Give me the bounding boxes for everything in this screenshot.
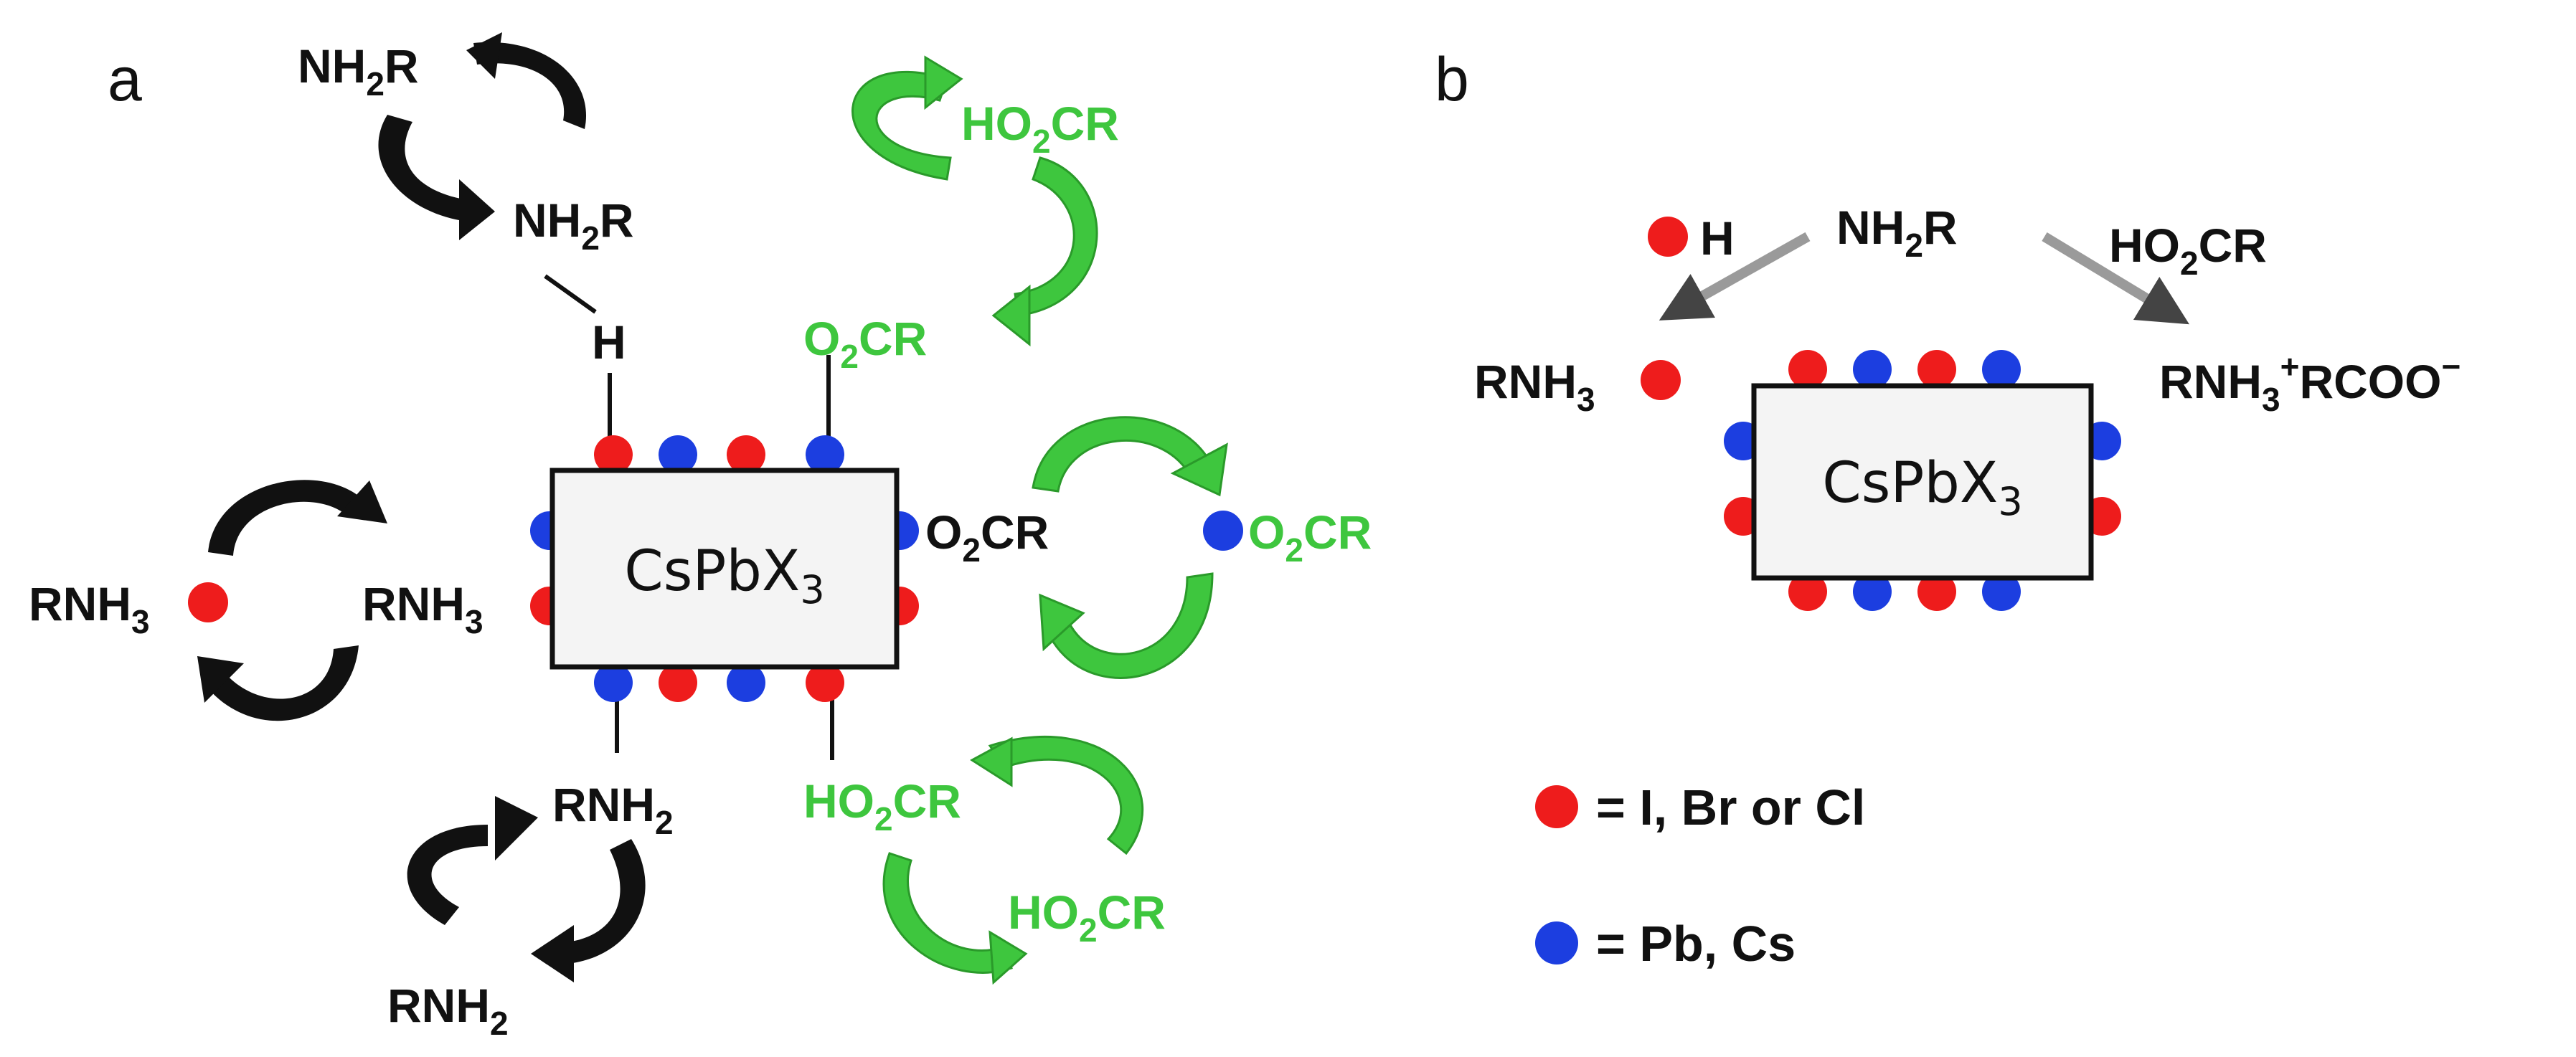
bound-primary-amine: RNH2 <box>552 778 674 841</box>
core-label-b: CsPbX3 <box>1822 451 2022 524</box>
salt-formation-arrow <box>2042 232 2189 325</box>
legend-cation-label: = Pb, Cs <box>1596 916 1796 972</box>
ammonium-halide-atom <box>1641 360 1681 400</box>
green-arrows <box>851 55 1228 985</box>
curved-arrow <box>988 736 1144 855</box>
cation-atom <box>727 663 765 702</box>
free-amine-top: NH2R <box>298 39 419 103</box>
panel-a: a CsPbX3 <box>29 32 1372 1042</box>
acid-label: HO2CR <box>2109 219 2267 282</box>
free-ammonium: RNH3 <box>29 577 150 640</box>
bound-carboxylate-right: O2CR <box>925 506 1049 569</box>
free-halide-atom <box>188 582 228 622</box>
free-carboxylate-right: O2CR <box>1248 506 1372 569</box>
free-carboxylic-acid-top: HO2CR <box>961 97 1119 160</box>
halide-atom <box>659 663 697 702</box>
free-carboxylic-acid: HO2CR <box>1008 886 1166 949</box>
halide-atom <box>1788 350 1827 389</box>
arrow-head <box>1170 442 1228 497</box>
proton-transfer-arrow <box>1659 232 1811 321</box>
cation-atom <box>659 435 697 474</box>
legend-halide-swatch <box>1535 785 1578 828</box>
arrow-head <box>459 179 495 240</box>
panel-b-label: b <box>1435 45 1469 114</box>
ammonium-carboxylate-label: RNH3+RCOO− <box>2159 348 2461 418</box>
curved-arrow <box>407 825 488 925</box>
hbond-line <box>544 274 597 314</box>
crystal-core-a <box>549 468 900 670</box>
cation-atom <box>806 435 844 474</box>
arrow-head <box>197 656 244 703</box>
bound-amine: NH2R <box>513 194 634 257</box>
halide-atom <box>727 435 765 474</box>
reaction-arrows <box>1659 232 2189 325</box>
panel-a-label: a <box>108 45 142 114</box>
legend-halide-label: = I, Br or Cl <box>1596 779 1865 835</box>
cation-atom <box>1982 572 2021 611</box>
halide-atom <box>1917 572 1956 611</box>
hydrogen-label: H <box>1700 212 1735 265</box>
legend: = I, Br or Cl = Pb, Cs <box>1535 779 1865 972</box>
cation-atom <box>1853 350 1892 389</box>
surface-hydrogen: H <box>592 316 626 369</box>
core-label-a: CsPbX3 <box>624 539 824 612</box>
cation-atom <box>1982 350 2021 389</box>
curved-arrow <box>473 42 587 129</box>
arrow-head <box>337 480 387 523</box>
green-labels: HO2CR O2CR O2CR HO2CR HO2CR <box>803 97 1372 949</box>
halide-atom <box>594 435 633 474</box>
arrow-head <box>531 925 574 982</box>
cation-atom <box>1853 572 1892 611</box>
free-primary-amine: RNH2 <box>387 979 509 1042</box>
arrow-head <box>1039 593 1085 652</box>
curved-arrow <box>378 115 473 222</box>
panel-b: b CsPbX3 H NH2R HO2CR <box>1435 45 2461 972</box>
curved-arrow <box>560 839 646 964</box>
crystal-core-b <box>1751 383 2094 581</box>
halide-atom <box>1788 572 1827 611</box>
panel-b-labels: H NH2R HO2CR RNH3 RNH3+RCOO− <box>1474 201 2461 418</box>
bond-lines <box>544 274 834 760</box>
curved-arrow <box>208 480 366 556</box>
curved-arrow <box>1045 572 1214 679</box>
cation-atom <box>594 663 633 702</box>
curved-arrow <box>208 645 359 721</box>
arrow-head <box>991 284 1031 347</box>
free-cation-atom <box>1203 511 1243 551</box>
halide-atom <box>806 663 844 702</box>
bound-carboxylate-top: O2CR <box>803 312 927 375</box>
arrow-head <box>924 55 963 110</box>
ammonium-label: RNH3 <box>1474 355 1595 418</box>
bound-carboxylic-acid: HO2CR <box>803 774 961 838</box>
hydrogen-halide-atom <box>1648 217 1688 257</box>
arrow-head <box>495 796 538 861</box>
amine-label: NH2R <box>1836 201 1958 264</box>
arrow-head <box>970 736 1013 787</box>
bound-ammonium: RNH3 <box>362 577 483 640</box>
black-labels: NH2R NH2R H RNH3 RNH3 RNH2 RNH2 O2CR <box>29 39 1049 1042</box>
arrow-head <box>466 32 502 79</box>
halide-atom <box>1917 350 1956 389</box>
curved-arrow <box>882 852 1013 974</box>
black-arrows <box>197 32 646 982</box>
legend-cation-swatch <box>1535 921 1578 964</box>
arrow-head <box>989 930 1028 985</box>
